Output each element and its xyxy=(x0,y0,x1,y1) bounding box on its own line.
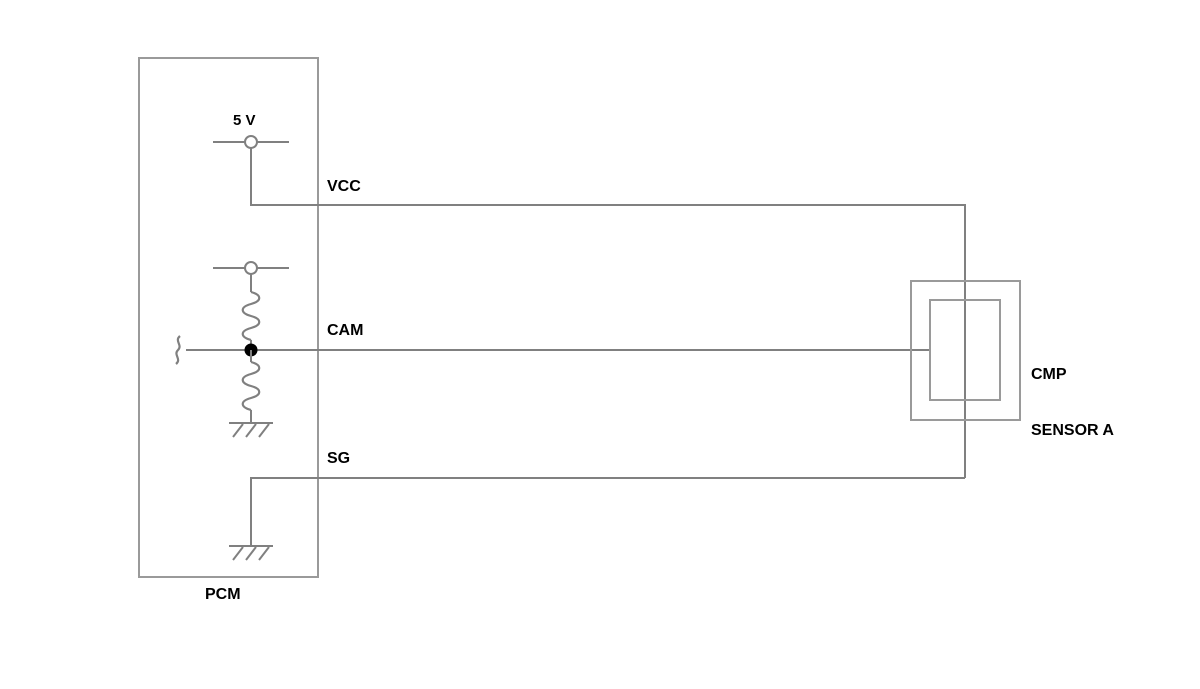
sensor-inner-box xyxy=(929,299,1001,401)
cmp-sensor-label: CMP SENSOR A xyxy=(1031,328,1114,479)
pcm-module-label: PCM xyxy=(205,586,241,603)
sg-wire xyxy=(250,477,965,546)
pcm-module-box xyxy=(138,57,319,578)
supply-node-circle xyxy=(244,135,258,149)
cmp-sensor-label-line2: SENSOR A xyxy=(1031,422,1114,440)
supply-voltage-label: 5 V xyxy=(233,112,256,129)
wire-break-squiggle-icon xyxy=(175,335,181,365)
internal-supply-node-circle xyxy=(244,261,258,275)
sg-ground-icon xyxy=(229,545,273,561)
vcc-wire xyxy=(250,148,966,350)
pull-up-resistor xyxy=(241,290,261,342)
cam-wire-label: CAM xyxy=(327,322,364,339)
sensor-outer-box xyxy=(910,280,1021,421)
resistor-ground-icon xyxy=(229,422,273,438)
cmp-sensor-label-line1: CMP xyxy=(1031,365,1067,383)
sg-wire-label: SG xyxy=(327,450,351,467)
pull-down-resistor xyxy=(241,360,261,412)
vcc-wire-label: VCC xyxy=(327,178,361,195)
